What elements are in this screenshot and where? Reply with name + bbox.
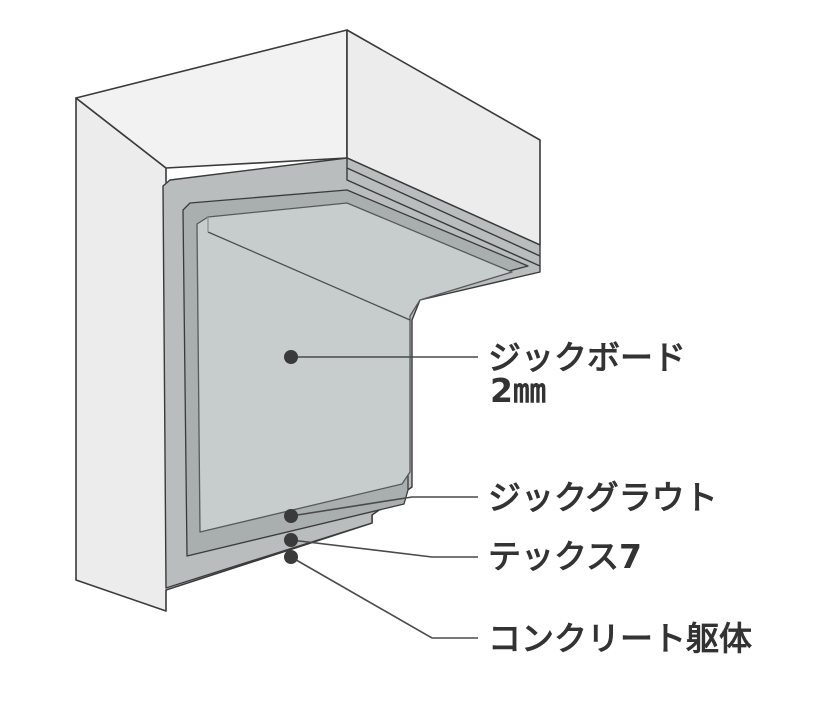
leader-tex7 <box>290 539 478 558</box>
label-tex7: テックス7 <box>488 537 642 576</box>
label-zick-board: ジックボード <box>488 338 686 377</box>
leader-concrete <box>290 556 478 639</box>
dot-concrete <box>284 550 298 564</box>
dot-zick-grout <box>284 509 298 523</box>
label-zick-board-thickness: 2㎜ <box>490 371 546 410</box>
zick-board <box>196 202 513 533</box>
label-concrete-body: コンクリート躯体 <box>488 619 752 658</box>
leader-zick-grout <box>290 496 478 517</box>
dot-tex7 <box>284 533 298 547</box>
label-zick-grout: ジックグラウト <box>488 478 718 517</box>
dot-zick-board <box>284 350 298 364</box>
